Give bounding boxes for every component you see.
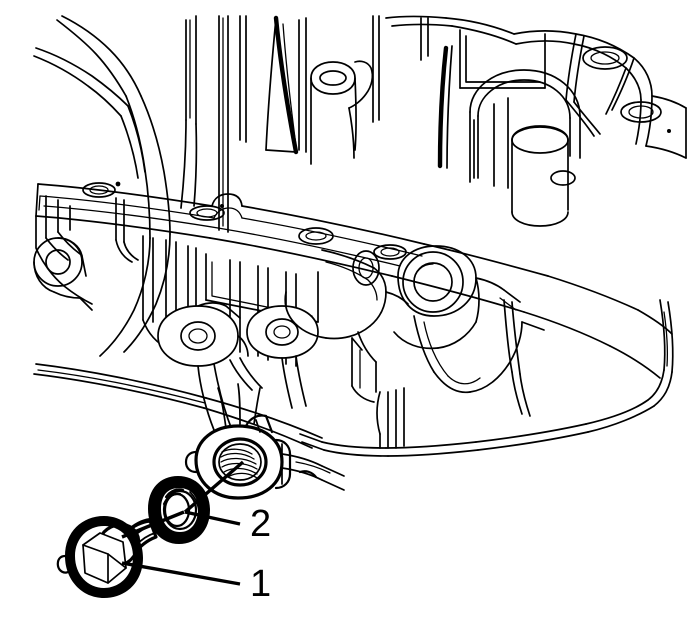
upper-right-mounting-flange: [513, 30, 687, 159]
left-side-brackets: [33, 195, 323, 449]
leader-line-1: [121, 561, 241, 586]
drain-plug-boss: [184, 383, 345, 500]
callout-label-2: 2: [250, 503, 271, 545]
center-right-flange-face: [284, 245, 521, 350]
callout-label-1: 1: [250, 563, 271, 605]
right-lower-structure: [299, 299, 674, 457]
engine-block-upper-structures: [33, 15, 581, 357]
hex-drain-bolt-part-1: [56, 516, 158, 598]
oil-pan-sealing-flange-rail: [35, 181, 673, 379]
callout-labels: 2 1: [250, 503, 271, 605]
leader-line-2-to-boss: [183, 460, 245, 514]
leader-line-2: [184, 510, 241, 526]
callout-leader-lines: [121, 460, 245, 586]
leader-line-1-to-shank: [121, 510, 185, 539]
center-boss-cluster: [157, 302, 319, 431]
